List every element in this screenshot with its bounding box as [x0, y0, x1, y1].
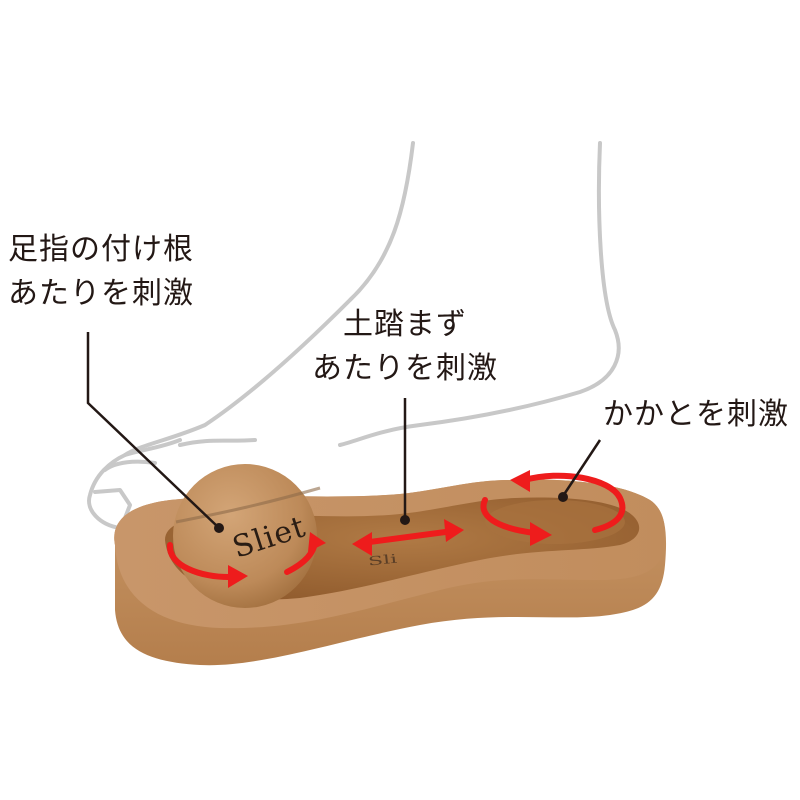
heel-leader — [563, 439, 602, 494]
cork-ball — [173, 464, 321, 608]
massage-arrows — [167, 472, 626, 581]
callout-toe-line1: 足指の付け根 — [8, 232, 194, 267]
heel-rotate-arrow — [522, 472, 626, 533]
callout-heel-line1: かかとを刺激 — [603, 397, 789, 432]
arch-dot — [400, 515, 410, 525]
ball-rotate-arrow — [167, 542, 235, 581]
callout-arch-line2: あたりを刺激 — [312, 351, 498, 386]
callout-toe: 足指の付け根 あたりを刺激 — [8, 228, 194, 316]
callout-arch: 土踏まず あたりを刺激 — [312, 303, 498, 391]
toe-dot — [214, 523, 224, 533]
leader-lines — [86, 332, 602, 528]
arch-slide-arrow — [359, 528, 456, 546]
callout-arch-line1: 土踏まず — [343, 307, 467, 342]
toe-leader — [86, 332, 219, 528]
callout-toe-line2: あたりを刺激 — [8, 276, 194, 311]
callout-heel: かかとを刺激 — [603, 393, 789, 437]
heel-dot — [558, 492, 568, 502]
